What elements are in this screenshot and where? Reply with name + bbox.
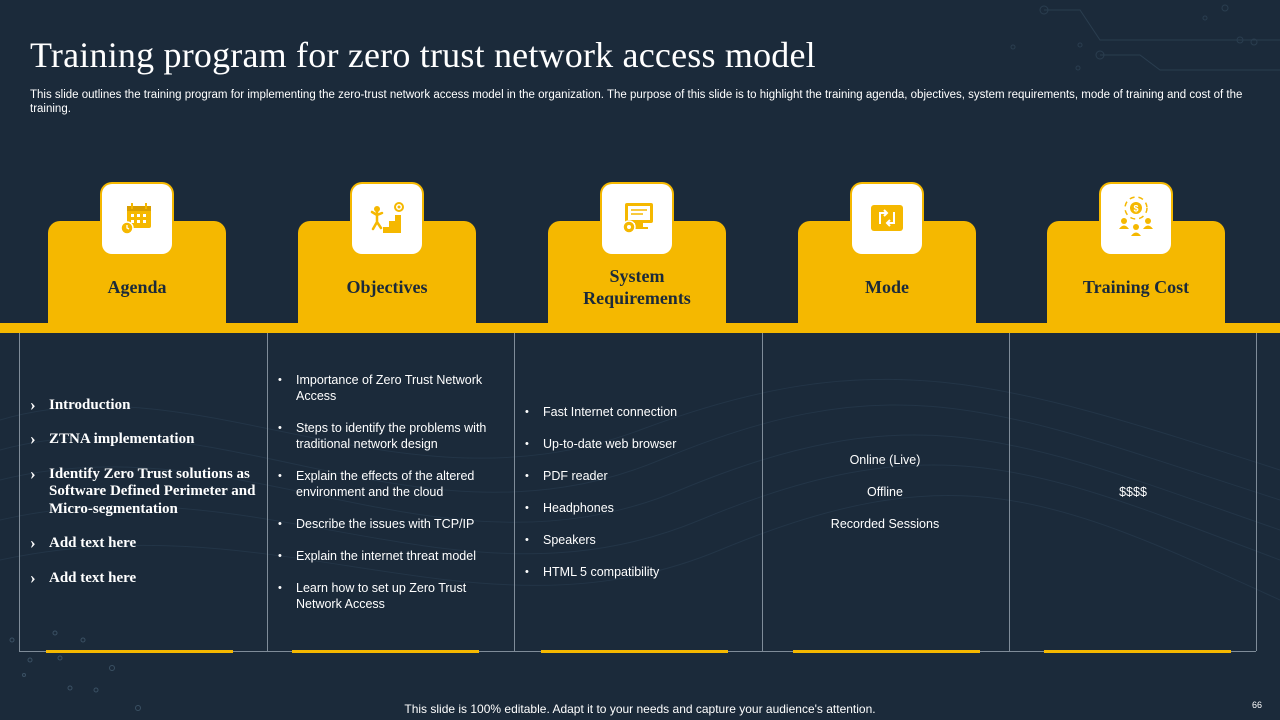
list-item: Introduction xyxy=(30,396,262,415)
switch-arrows-icon xyxy=(852,184,922,254)
column-underline xyxy=(541,650,728,653)
list-item: Explain the internet threat model xyxy=(276,548,504,564)
agenda-list: Introduction ZTNA implementation Identif… xyxy=(30,396,262,588)
column-underline xyxy=(793,650,980,653)
training-cost-value: $$$$ xyxy=(1119,485,1147,499)
objectives-list: Importance of Zero Trust Network Access … xyxy=(276,372,504,612)
list-item: Steps to identify the problems with trad… xyxy=(276,420,504,452)
list-item: Add text here xyxy=(30,569,262,588)
table-divider xyxy=(1256,333,1257,651)
slide-subtitle: This slide outlines the training program… xyxy=(30,89,1243,115)
list-item: HTML 5 compatibility xyxy=(523,564,753,580)
list-item: Identify Zero Trust solutions as Softwar… xyxy=(30,465,262,519)
column-underline xyxy=(1044,650,1231,653)
objectives-cell: Importance of Zero Trust Network Access … xyxy=(276,333,504,651)
column-header-objectives: Objectives xyxy=(298,221,476,325)
mode-cell: Online (Live) Offline Recorded Sessions xyxy=(763,333,1007,651)
system-requirements-list: Fast Internet connection Up-to-date web … xyxy=(523,404,753,580)
column-header-label: Agenda xyxy=(107,277,167,297)
slide-footer: This slide is 100% editable. Adapt it to… xyxy=(404,702,876,716)
page-number: 66 xyxy=(1251,700,1262,710)
list-item: ZTNA implementation xyxy=(30,430,262,449)
list-item: Learn how to set up Zero Trust Network A… xyxy=(276,580,504,612)
list-item: Importance of Zero Trust Network Access xyxy=(276,372,504,404)
goal-stairs-icon xyxy=(352,184,422,254)
slide-title: Training program for zero trust network … xyxy=(30,35,816,75)
monitor-gear-icon xyxy=(602,184,672,254)
column-underline xyxy=(292,650,479,653)
header-accent-bar xyxy=(0,323,1280,333)
list-item: Offline xyxy=(867,485,903,499)
mode-list: Online (Live) Offline Recorded Sessions xyxy=(763,452,1007,532)
list-item: Describe the issues with TCP/IP xyxy=(276,516,504,532)
list-item: Online (Live) xyxy=(849,453,921,467)
column-header-label: Training Cost xyxy=(1082,277,1190,297)
list-item: Up-to-date web browser xyxy=(523,436,753,452)
agenda-cell: Introduction ZTNA implementation Identif… xyxy=(30,333,262,651)
calendar-icon xyxy=(102,184,172,254)
svg-text:$: $ xyxy=(1133,204,1138,214)
table-divider xyxy=(762,333,763,651)
training-cost-cell: $$$$ xyxy=(1010,333,1256,651)
team-cost-icon: $ xyxy=(1101,184,1171,254)
column-header-label: System Requirements xyxy=(583,266,691,308)
list-item: Fast Internet connection xyxy=(523,404,753,420)
list-item: Add text here xyxy=(30,534,262,553)
table-divider xyxy=(1009,333,1010,651)
table-divider xyxy=(19,333,20,651)
list-item: Recorded Sessions xyxy=(830,517,940,531)
column-header-label: Objectives xyxy=(346,277,428,297)
list-item: PDF reader xyxy=(523,468,753,484)
list-item: Speakers xyxy=(523,532,753,548)
system-requirements-cell: Fast Internet connection Up-to-date web … xyxy=(523,333,753,651)
table-divider xyxy=(514,333,515,651)
list-item: Headphones xyxy=(523,500,753,516)
list-item: Explain the effects of the altered envir… xyxy=(276,468,504,500)
column-header-label: Mode xyxy=(865,277,909,297)
table-divider xyxy=(267,333,268,651)
column-underline xyxy=(46,650,233,653)
